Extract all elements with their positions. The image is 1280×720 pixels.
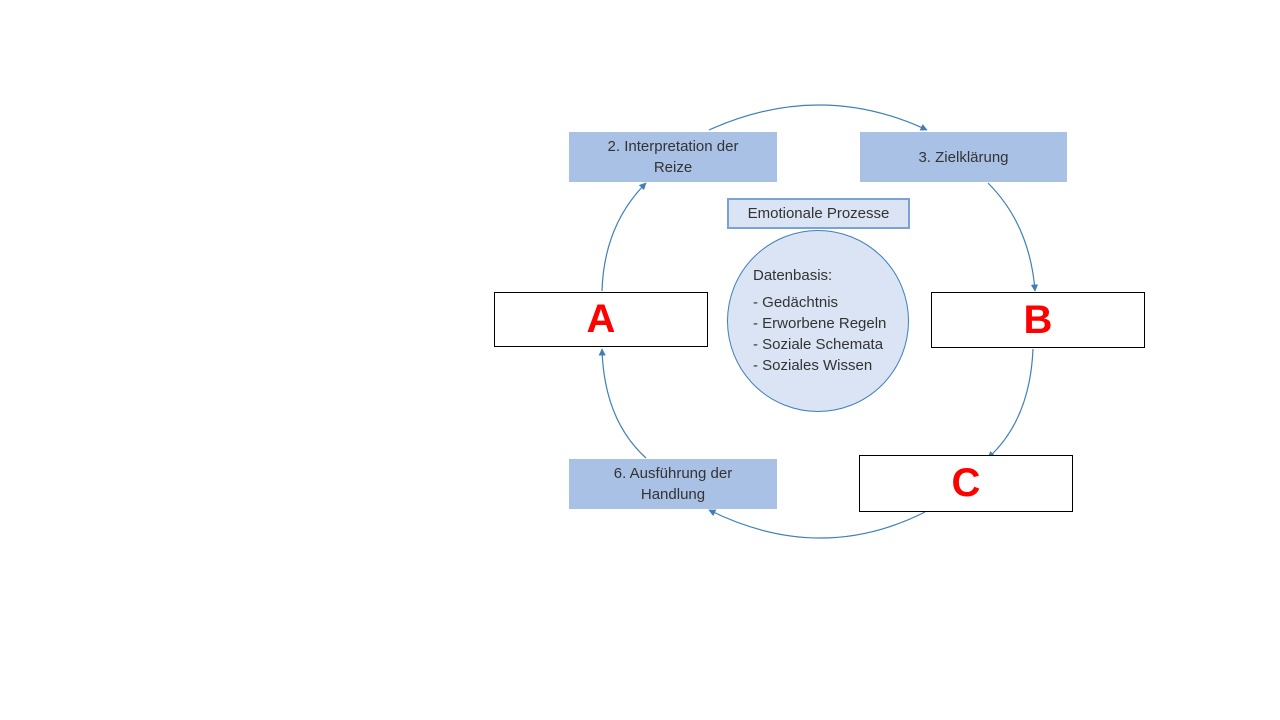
data-basis-title: Datenbasis: [753,267,833,284]
blank-box-a: A [494,292,708,347]
data-basis-item: - Soziales Wissen [753,357,873,374]
step-2-label: 2. Interpretation der Reize [607,138,739,176]
step-3-box: 3. Zielklärung [860,132,1067,182]
step-2-box: 2. Interpretation der Reize [569,132,777,182]
data-basis-item: - Soziale Schemata [753,336,884,353]
arrow-step3-to-b [987,182,1039,292]
blank-letter-a: A [586,297,616,341]
arrow-b-to-c [987,348,1034,459]
blank-box-b: B [931,292,1145,348]
blank-letter-c: C [951,461,981,505]
blank-box-c: C [859,455,1073,512]
step-3-label: 3. Zielklärung [918,148,1009,166]
data-basis-item: - Erworbene Regeln [753,315,887,332]
arrow-step2-to-step3 [708,104,928,131]
arrow-c-to-step6 [708,509,926,539]
step-6-label: 6. Ausführung der Handlung [613,465,733,503]
data-basis-list: - Gedächtnis - Erworbene Regeln - Sozial… [753,292,913,376]
data-basis-circle [727,230,909,412]
arrow-step6-to-a [598,348,647,459]
arrow-a-to-step2 [601,182,647,292]
emotional-processes-label: Emotionale Prozesse [747,205,890,222]
data-basis-text: Datenbasis: - Gedächtnis - Erworbene Reg… [753,265,913,376]
blank-letter-b: B [1023,297,1053,342]
step-6-box: 6. Ausführung der Handlung [569,459,777,509]
emotional-processes-box: Emotionale Prozesse [727,198,910,229]
data-basis-item: - Gedächtnis [753,294,839,311]
